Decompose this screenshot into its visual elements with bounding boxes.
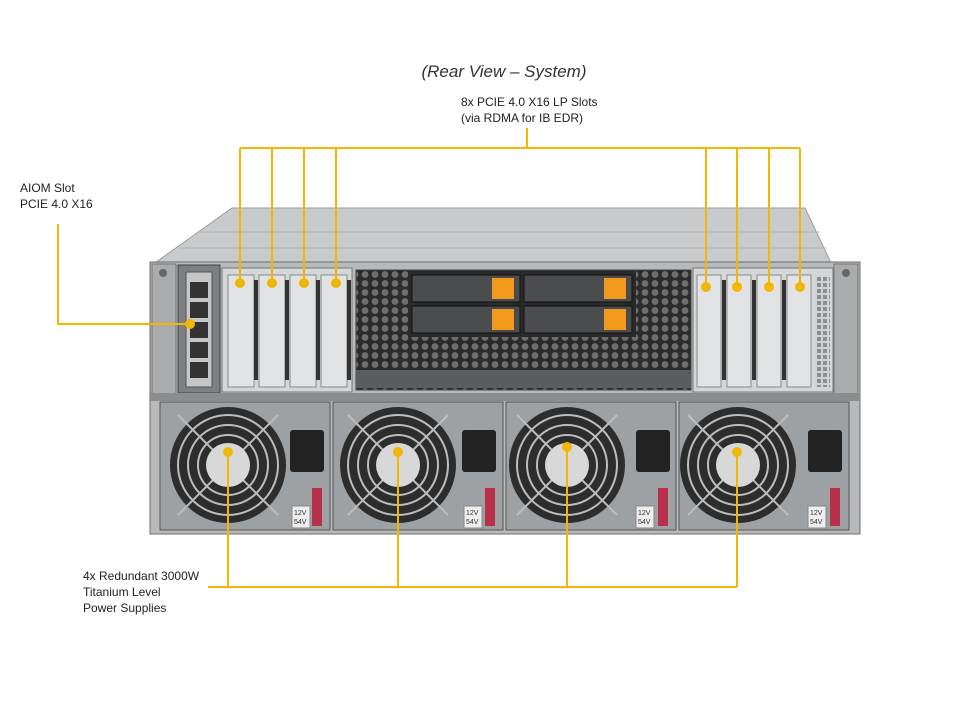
psu-1: 12V 54V [159,401,331,531]
svg-text:54V: 54V [810,519,823,526]
pcie-slot-marker-icon [732,282,742,292]
pcie-slot-marker-icon [701,282,711,292]
aiom-callout-label: AIOM Slot PCIE 4.0 X16 [20,181,93,211]
drive-tab-icon [492,309,514,330]
svg-text:12V: 12V [810,510,823,517]
pcie-slots-right [692,267,834,393]
drive-tab-icon [604,278,626,299]
power-socket-icon [808,430,842,472]
drive-bays [408,271,636,337]
pcie-slot-marker-icon [235,278,245,288]
power-socket-icon [290,430,324,472]
svg-text:54V: 54V [294,519,307,526]
release-latch-icon [485,488,495,526]
power-socket-icon [636,430,670,472]
pcie-slot-marker-icon [331,278,341,288]
psu-2: 12V 54V [332,401,504,531]
pcie-slot-marker-icon [299,278,309,288]
drive-tab-icon [604,309,626,330]
pcie-slot-markers [235,278,805,292]
right-handle [833,263,859,395]
svg-text:12V: 12V [466,510,479,517]
left-handle [151,263,177,395]
aiom-slot [177,264,221,394]
chassis-divider [150,393,860,401]
aiom-marker-icon [185,319,195,329]
release-latch-icon [830,488,840,526]
chassis-top [150,207,833,266]
psu-3: 12V 54V [505,401,677,531]
drive-tab-icon [492,278,514,299]
power-socket-icon [462,430,496,472]
release-latch-icon [312,488,322,526]
release-latch-icon [658,488,668,526]
aiom-callout-line [57,224,188,325]
psu-callout-lines [208,447,738,588]
pcie-callout-lines [239,128,801,287]
left-screw-icon [159,269,167,277]
psu-callout-label: 4x Redundant 3000W Titanium Level Power … [83,569,200,615]
svg-text:12V: 12V [294,510,307,517]
svg-text:12V: 12V [638,510,651,517]
svg-text:54V: 54V [638,519,651,526]
pcie-slot-marker-icon [267,278,277,288]
pcie-slot-marker-icon [764,282,774,292]
pcie-callout-label: 8x PCIE 4.0 X16 LP Slots (via RDMA for I… [461,95,598,125]
view-title: (Rear View – System) [421,62,587,81]
psu-4: 12V 54V [678,401,850,531]
svg-text:54V: 54V [466,519,479,526]
pcie-slots-left [221,267,353,393]
right-screw-icon [842,269,850,277]
psu-markers [223,442,742,457]
io-strip [356,370,691,388]
pcie-slot-marker-icon [795,282,805,292]
